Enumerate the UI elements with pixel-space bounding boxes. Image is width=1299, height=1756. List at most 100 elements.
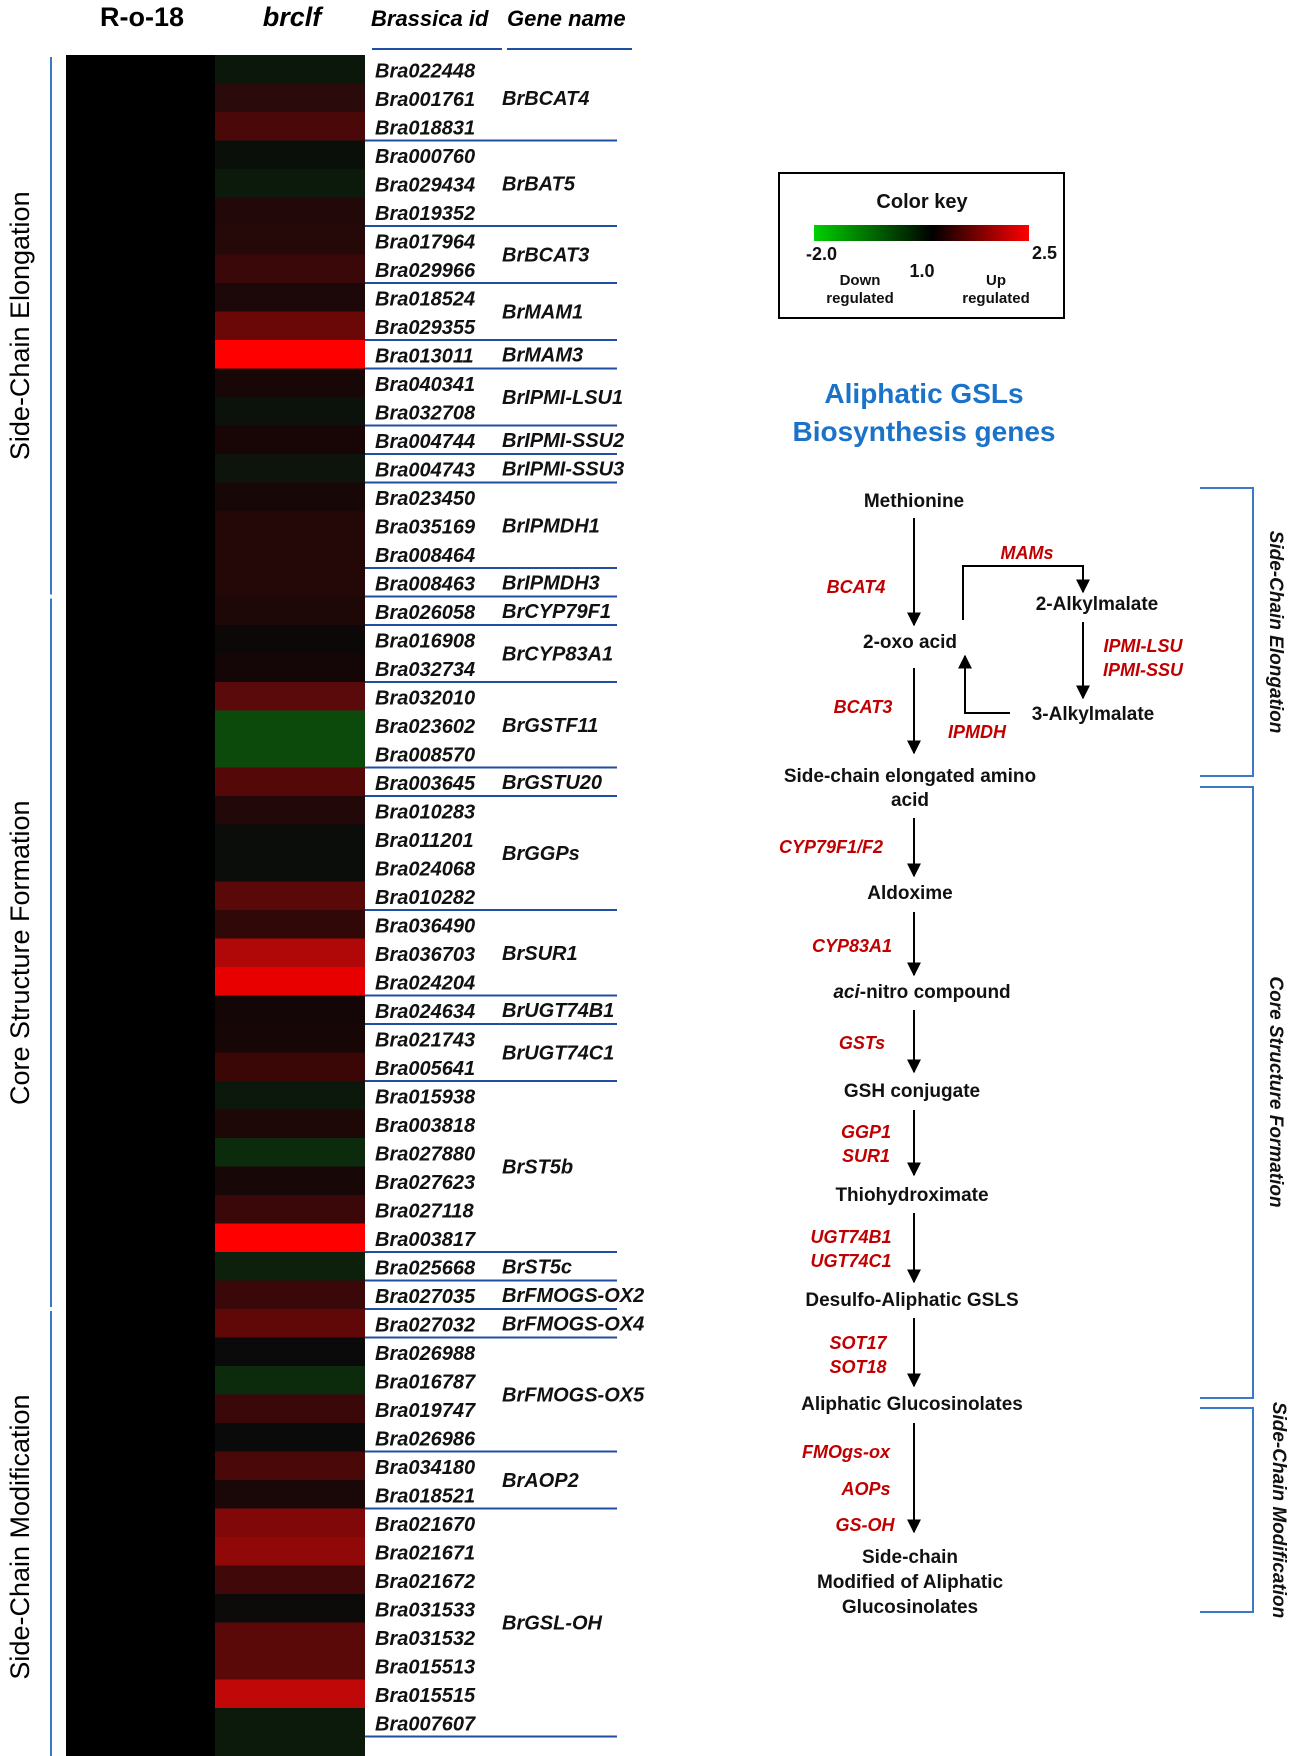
enzyme-ipmi-lsu: IPMI-LSU <box>1104 636 1184 656</box>
heatmap-cell <box>215 425 365 455</box>
heatmap-cell <box>215 454 365 484</box>
heatmap-cell <box>215 311 365 341</box>
heatmap-cell <box>215 739 365 769</box>
enzyme-ugt74c1: UGT74C1 <box>810 1251 891 1271</box>
colorkey-down-label-2: regulated <box>826 290 894 307</box>
heatmap-cell <box>215 83 365 113</box>
brassica-id-label: Bra000760 <box>375 146 475 168</box>
heatmap-cell <box>215 881 365 911</box>
brassica-id-label: Bra008463 <box>375 574 475 596</box>
brassica-id-label: Bra025668 <box>375 1258 476 1280</box>
enzyme-fmogs: FMOgs-ox <box>802 1442 891 1462</box>
brassica-id-label: Bra024634 <box>375 1001 475 1023</box>
pathway-title-line2: Biosynthesis genes <box>793 416 1056 447</box>
node-elongated-2: acid <box>891 790 929 811</box>
heatmap-cell <box>215 1195 365 1225</box>
node-final-3: Glucosinolates <box>842 1597 978 1618</box>
brassica-id-label: Bra024068 <box>375 859 476 881</box>
brassica-id-label: Bra004743 <box>375 460 475 482</box>
heatmap-cell <box>215 967 365 997</box>
heatmap-cell <box>215 796 365 826</box>
node-thiohydroximate: Thiohydroximate <box>835 1185 988 1206</box>
brassica-id-label: Bra018521 <box>375 1486 475 1508</box>
brassica-id-label: Bra023602 <box>375 716 475 738</box>
heatmap-cell <box>215 283 365 313</box>
enzyme-bcat4: BCAT4 <box>827 577 886 597</box>
heatmap-cell <box>215 1024 365 1054</box>
gene-name-label: BrSUR1 <box>502 943 578 965</box>
heatmap-cell <box>215 197 365 227</box>
brassica-id-label: Bra032708 <box>375 403 476 425</box>
enzyme-ggp1: GGP1 <box>841 1122 891 1142</box>
brassica-id-label: Bra026988 <box>375 1343 476 1365</box>
enzyme-bcat3: BCAT3 <box>834 697 893 717</box>
heatmap-cell <box>215 1052 365 1082</box>
node-aliphatic-glucosinolates: Aliphatic Glucosinolates <box>801 1394 1023 1415</box>
heatmap-cell <box>215 1252 365 1282</box>
heatmap-cell <box>215 1280 365 1310</box>
colorkey-down-label-1: Down <box>840 272 881 289</box>
brassica-id-label: Bra021672 <box>375 1571 475 1593</box>
heatmap-cell <box>215 853 365 883</box>
heatmap-cell <box>215 1166 365 1196</box>
enzyme-mams: MAMs <box>1001 543 1054 563</box>
heatmap-cell <box>215 1337 365 1367</box>
gene-name-label: BrCYP79F1 <box>502 601 611 623</box>
brassica-id-label: Bra034180 <box>375 1457 475 1479</box>
brassica-id-label: Bra010283 <box>375 802 475 824</box>
heatmap-cell <box>215 596 365 626</box>
stage-bracket-modification <box>1200 1407 1254 1613</box>
node-aci-rest: -nitro compound <box>860 982 1011 1003</box>
enzyme-gsts: GSTs <box>839 1033 885 1053</box>
gene-name-label: BrGGPs <box>502 843 580 865</box>
header-control-sample: R-o-18 <box>100 2 184 32</box>
stage-label-core: Core Structure Formation <box>1265 976 1286 1207</box>
header-brassica-id: Brassica id <box>371 6 489 31</box>
brassica-id-label: Bra021743 <box>375 1030 475 1052</box>
heatmap-cell <box>215 1508 365 1538</box>
heatmap <box>66 55 365 1756</box>
pathway-title-line1: Aliphatic GSLs <box>824 378 1023 409</box>
section-label: Side-Chain Modification <box>5 1394 35 1679</box>
heatmap-cell <box>215 169 365 199</box>
arrow-mams <box>962 565 1090 620</box>
pathway-diagram: Methionine BCAT4 2-oxo acid MAMs 2-Alkyl… <box>779 491 1184 1618</box>
heatmap-cell <box>215 340 365 370</box>
enzyme-sot17: SOT17 <box>829 1333 887 1353</box>
brassica-id-label: Bra027035 <box>375 1286 476 1308</box>
brassica-id-label: Bra015938 <box>375 1087 476 1109</box>
brassica-id-label: Bra018524 <box>375 289 475 311</box>
heatmap-cell <box>215 1138 365 1168</box>
enzyme-gs-oh: GS-OH <box>835 1515 895 1535</box>
brassica-id-label: Bra029966 <box>375 260 476 282</box>
brassica-id-label: Bra015515 <box>375 1685 476 1707</box>
colorkey-title: Color key <box>876 191 968 213</box>
gene-name-label: BrST5b <box>502 1157 573 1179</box>
brassica-id-label: Bra021670 <box>375 1514 475 1536</box>
gene-name-label: BrFMOGS-OX4 <box>502 1313 644 1335</box>
brassica-id-label: Bra011201 <box>375 830 474 852</box>
colorkey-mid-label: 1.0 <box>909 261 934 281</box>
section-label: Side-Chain Elongation <box>5 191 35 460</box>
node-final-1: Side-chain <box>862 1547 958 1568</box>
brassica-id-label: Bra003817 <box>375 1229 476 1251</box>
gene-groups: BrBCAT4BrBAT5BrBCAT3BrMAM1BrMAM3BrIPMI-L… <box>365 88 645 1738</box>
brassica-id-label: Bra003818 <box>375 1115 476 1137</box>
heatmap-cell <box>215 254 365 284</box>
stage-bracket-elongation <box>1200 487 1254 777</box>
pathway-stage-brackets: Side-Chain Elongation Core Structure For… <box>1200 487 1289 1618</box>
heatmap-cell <box>215 1309 365 1339</box>
heatmap-cell <box>215 1736 365 1756</box>
node-3-alkylmalate: 3-Alkylmalate <box>1032 704 1155 725</box>
stage-label-modification: Side-Chain Modification <box>1268 1402 1289 1618</box>
enzyme-cyp79: CYP79F1/F2 <box>779 837 883 857</box>
gene-name-label: BrUGT74B1 <box>502 1000 614 1022</box>
brassica-id-label: Bra004744 <box>375 431 475 453</box>
row-labels: Bra022448Bra001761Bra018831Bra000760Bra0… <box>375 61 476 1736</box>
brassica-id-label: Bra003645 <box>375 773 476 795</box>
brassica-id-label: Bra024204 <box>375 973 475 995</box>
brassica-id-label: Bra029434 <box>375 175 475 197</box>
gene-name-label: BrUGT74C1 <box>502 1043 614 1065</box>
enzyme-sot18: SOT18 <box>829 1357 886 1377</box>
node-final-2: Modified of Aliphatic <box>817 1572 1004 1593</box>
